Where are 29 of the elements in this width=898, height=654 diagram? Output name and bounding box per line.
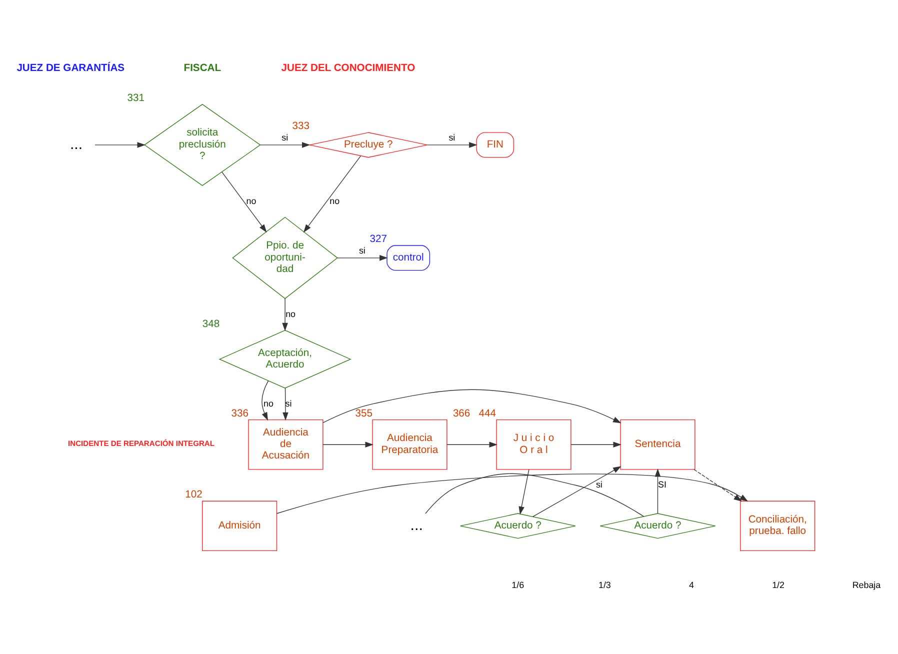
label: 1/2 [772, 580, 785, 590]
label: Rebaja [852, 580, 881, 590]
node-label: 366 444 [452, 408, 496, 419]
edge-label: si [285, 398, 292, 408]
label: JUEZ DE GARANTÍAS [16, 62, 125, 74]
node-label: 102 [185, 489, 202, 500]
edge-label: si [358, 244, 366, 255]
node-label: 333 [292, 120, 310, 132]
edge-label: si [596, 479, 602, 490]
node-text: ... [410, 516, 423, 534]
node-label: 348 [202, 318, 220, 330]
edge-label: no [330, 195, 340, 206]
label: FISCAL [184, 62, 222, 74]
node-label: 331 [127, 92, 145, 104]
label: 1/3 [598, 580, 611, 590]
label: 1/6 [512, 580, 524, 590]
edge-label: si [282, 132, 288, 142]
node-text: ... [70, 135, 83, 152]
node-label: 336 [231, 408, 249, 419]
edge-label: no [246, 195, 256, 206]
edge-label: no [264, 398, 274, 408]
edge-label: SI [658, 479, 666, 490]
node-label: 327 [370, 234, 388, 245]
label: 4 [689, 580, 694, 590]
node-label: 355 [355, 408, 373, 419]
edge-label: no [286, 308, 296, 318]
edge-label: si [448, 132, 456, 142]
label: INCIDENTE DE REPARACIÓN INTEGRAL [68, 438, 215, 448]
label: JUEZ DEL CONOCIMIENTO [281, 62, 416, 74]
